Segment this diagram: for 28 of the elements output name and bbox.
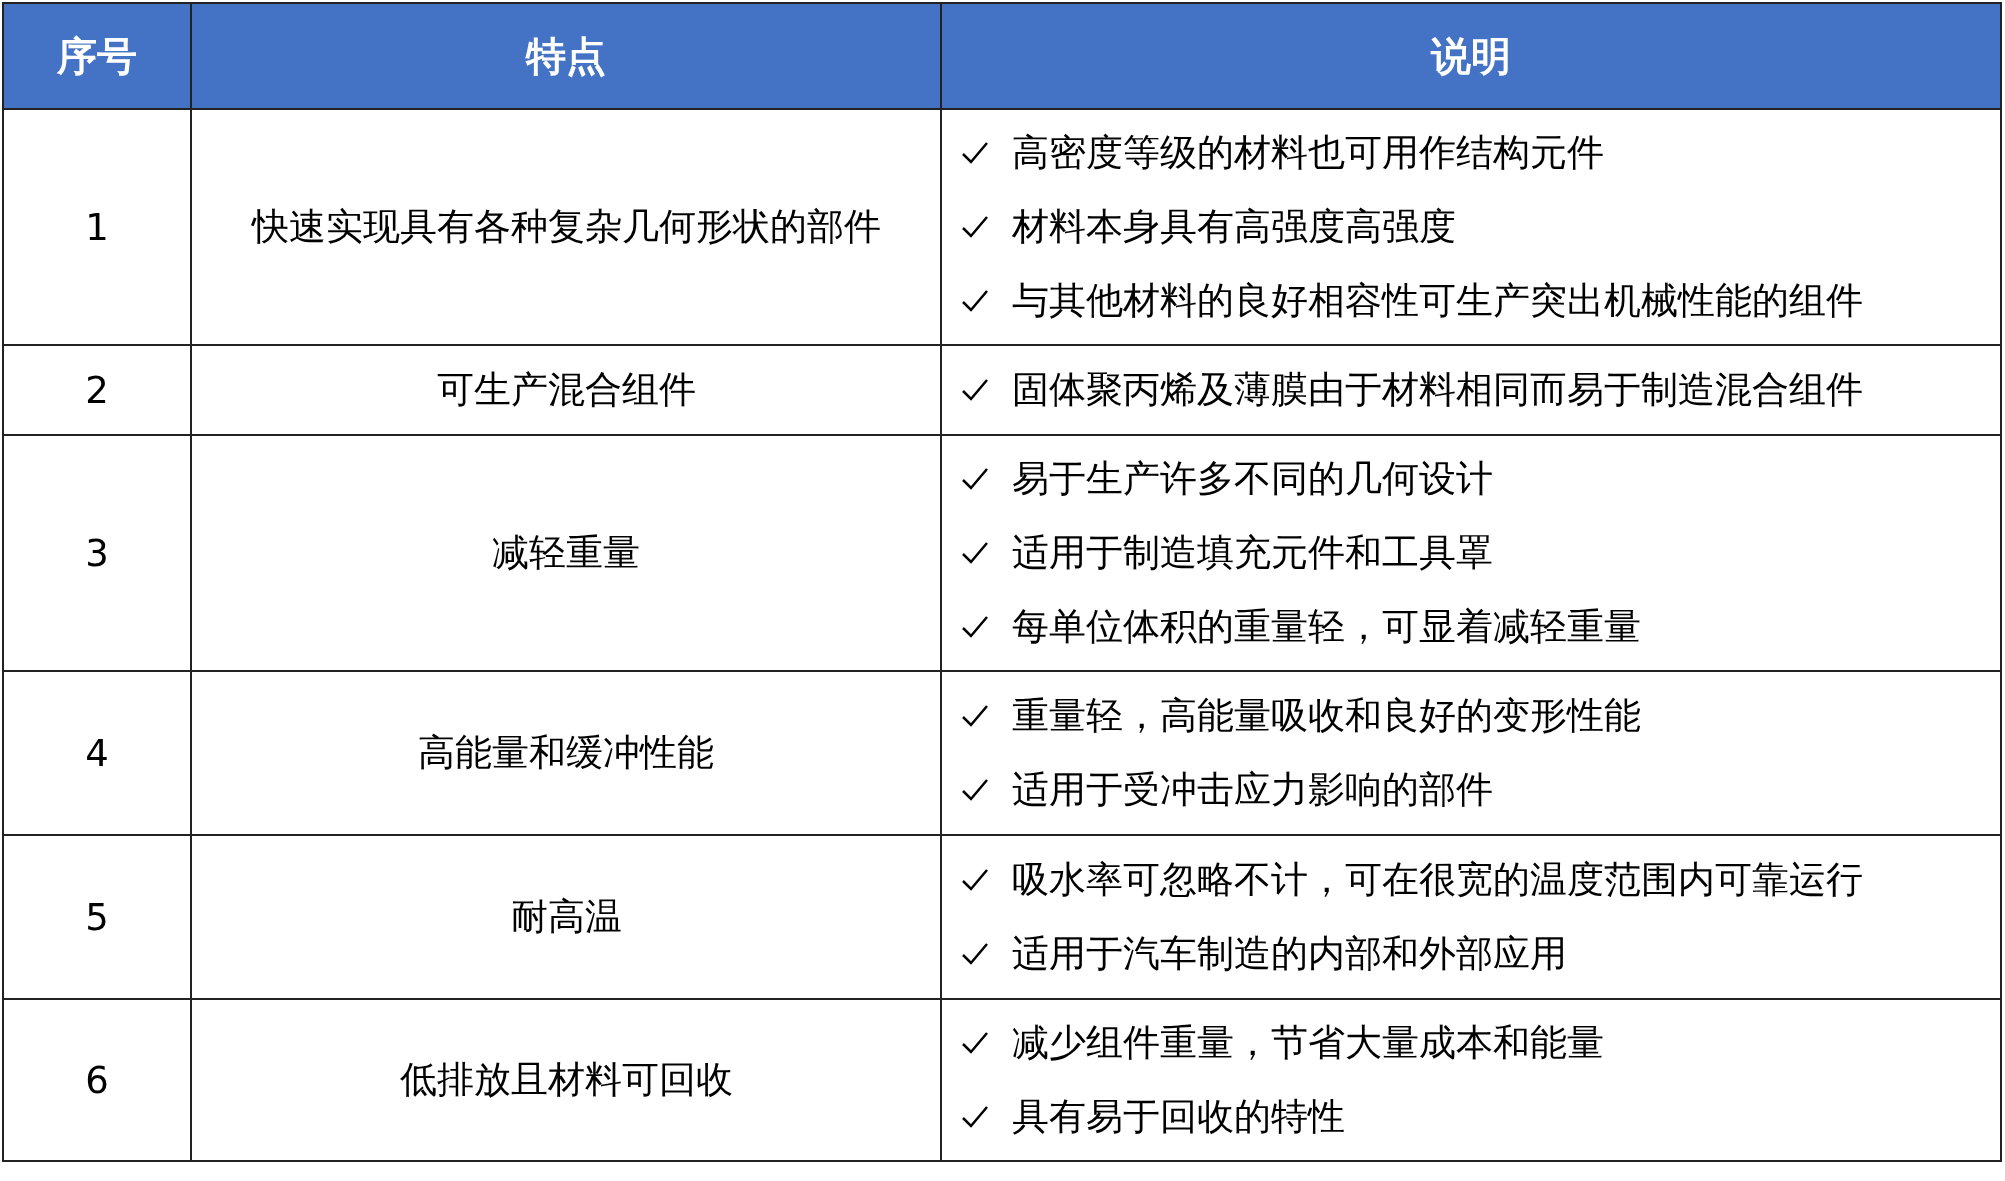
column-header: 说明 bbox=[941, 3, 2001, 109]
row-number: 1 bbox=[85, 205, 109, 249]
row-number: 4 bbox=[85, 731, 109, 775]
description-text: 易于生产许多不同的几何设计 bbox=[1012, 456, 1493, 502]
description-text: 每单位体积的重量轻，可显着减轻重量 bbox=[1012, 604, 1641, 650]
column-header: 序号 bbox=[3, 3, 191, 109]
description-text: 适用于汽车制造的内部和外部应用 bbox=[1012, 931, 1567, 977]
column-header: 特点 bbox=[191, 3, 941, 109]
description-text: 固体聚丙烯及薄膜由于材料相同而易于制造混合组件 bbox=[1012, 367, 1863, 413]
description-text: 高密度等级的材料也可用作结构元件 bbox=[1012, 130, 1604, 176]
description-text: 重量轻，高能量吸收和良好的变形性能 bbox=[1012, 693, 1641, 739]
description-text: 减少组件重量，节省大量成本和能量 bbox=[1012, 1020, 1604, 1066]
description-text: 吸水率可忽略不计，可在很宽的温度范围内可靠运行 bbox=[1012, 857, 1863, 903]
description-text: 材料本身具有高强度高强度 bbox=[1012, 204, 1456, 250]
description-text: 与其他材料的良好相容性可生产突出机械性能的组件 bbox=[1012, 278, 1863, 324]
feature-text: 可生产混合组件 bbox=[436, 368, 696, 411]
feature-text: 耐高温 bbox=[510, 895, 622, 938]
row-number: 5 bbox=[85, 895, 109, 939]
feature-text: 低排放且材料可回收 bbox=[399, 1058, 733, 1101]
feature-text: 快速实现具有各种复杂几何形状的部件 bbox=[251, 205, 881, 248]
description-text: 具有易于回收的特性 bbox=[1012, 1094, 1345, 1140]
description-text: 适用于受冲击应力影响的部件 bbox=[1012, 767, 1493, 813]
description-text: 适用于制造填充元件和工具罩 bbox=[1012, 530, 1493, 576]
feature-text: 高能量和缓冲性能 bbox=[418, 731, 714, 774]
row-number: 2 bbox=[85, 368, 109, 412]
row-number: 6 bbox=[85, 1058, 109, 1102]
feature-text: 减轻重量 bbox=[492, 531, 640, 574]
row-number: 3 bbox=[85, 531, 109, 575]
